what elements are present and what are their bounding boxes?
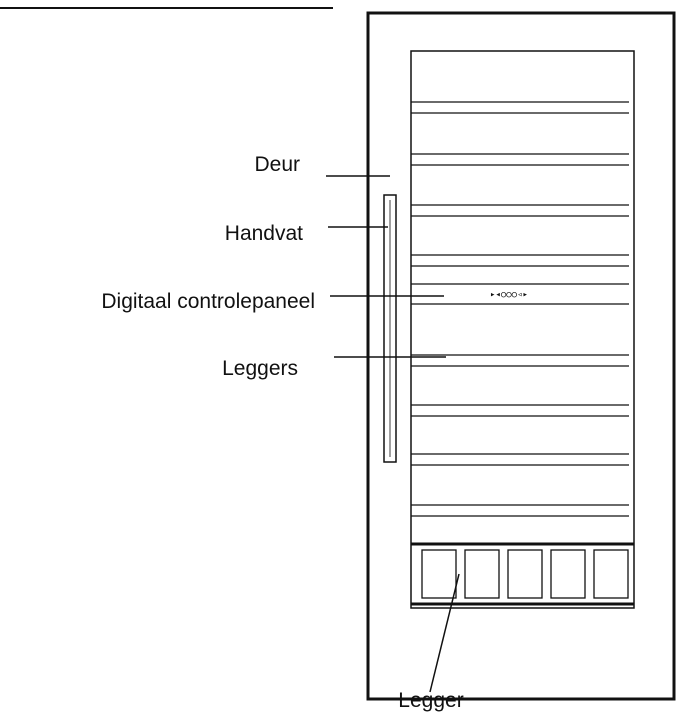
- cabinet-outer-frame: [366, 11, 676, 701]
- label-handvat: Handvat: [225, 222, 303, 245]
- cabinet-inner-area: [410, 50, 635, 609]
- drawer-slot-5: [593, 549, 629, 599]
- label-leggers: Leggers: [222, 357, 298, 380]
- label-deur: Deur: [254, 153, 300, 176]
- shelf-lines: [411, 101, 629, 517]
- label-legger: Legger: [398, 689, 463, 712]
- leader-line-legger: [429, 573, 460, 693]
- bottom-drawer: [411, 542, 634, 606]
- drawer-slot-2: [464, 549, 500, 599]
- drawer-slot-4: [550, 549, 586, 599]
- drawer-slot-3: [507, 549, 543, 599]
- control-panel-display: ▸◂○○○◃▸: [490, 290, 528, 300]
- drawer-slot-1: [421, 549, 457, 599]
- door-handle: [383, 194, 397, 463]
- drawer-slots: [421, 549, 629, 599]
- label-paneel: Digitaal controlepaneel: [101, 290, 315, 313]
